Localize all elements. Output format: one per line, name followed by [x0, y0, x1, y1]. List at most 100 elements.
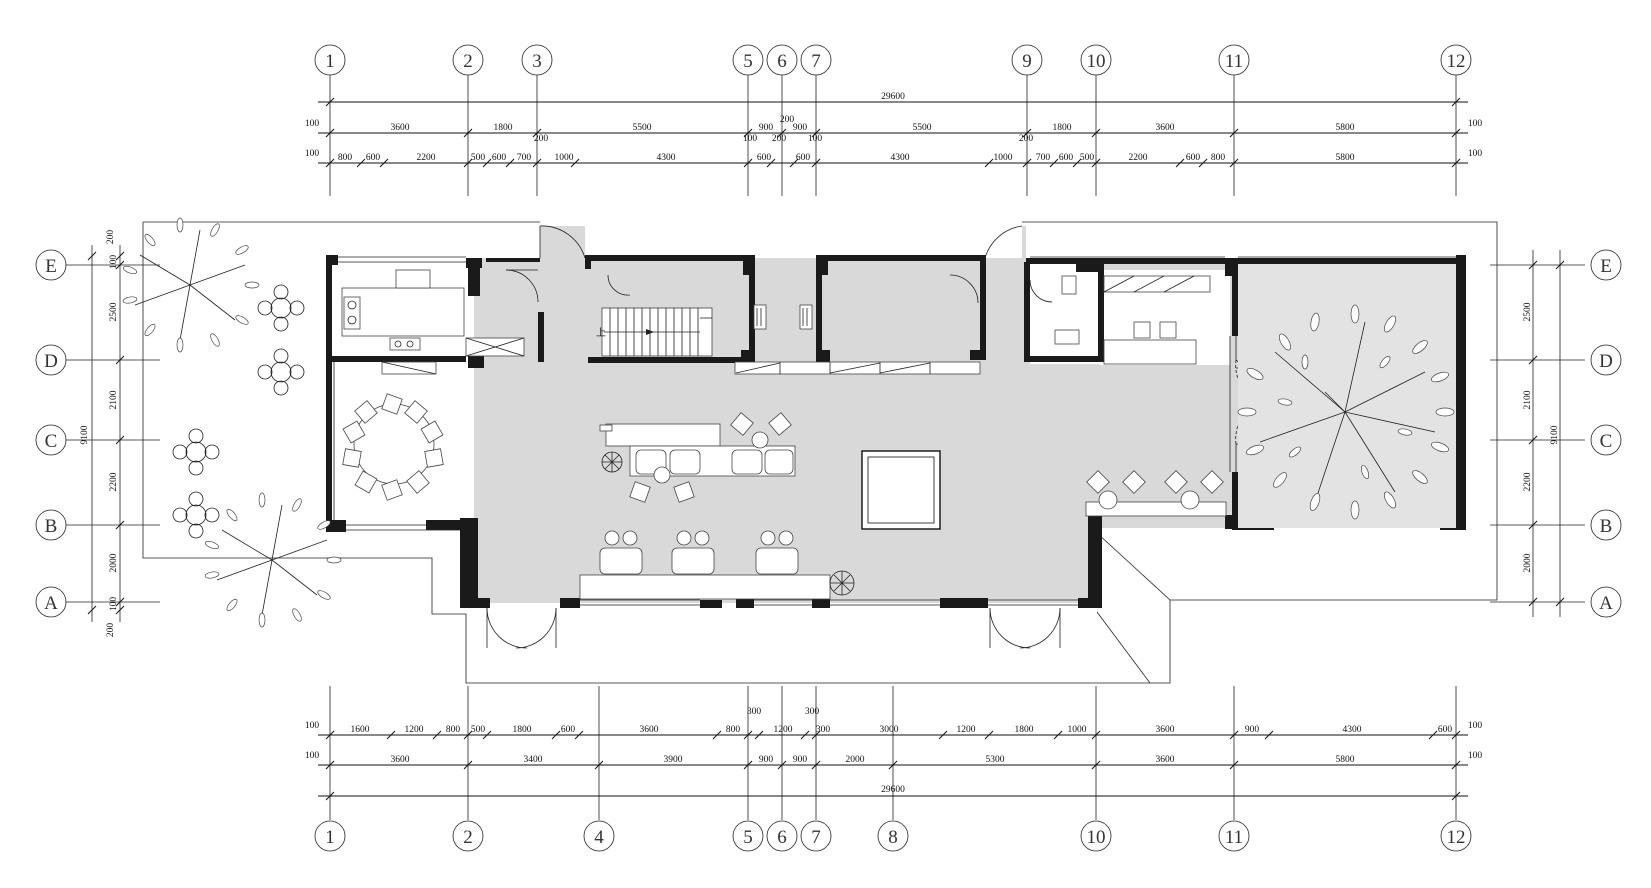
svg-text:300: 300: [816, 725, 831, 735]
top-axis-bubble-2: 2: [452, 44, 484, 76]
svg-text:3900: 3900: [664, 755, 683, 765]
svg-text:9100: 9100: [80, 425, 90, 444]
svg-text:A: A: [1599, 593, 1613, 614]
svg-text:1000: 1000: [994, 153, 1013, 163]
svg-text:2200: 2200: [1129, 153, 1148, 163]
svg-text:5800: 5800: [1336, 755, 1355, 765]
svg-text:100: 100: [305, 721, 320, 731]
bottom-axis-bubble-6: 6: [766, 820, 798, 852]
svg-text:2100: 2100: [109, 390, 119, 409]
svg-text:300: 300: [805, 707, 820, 717]
svg-text:200: 200: [780, 115, 795, 125]
svg-text:10: 10: [1087, 827, 1106, 848]
svg-text:1000: 1000: [1068, 725, 1087, 735]
svg-text:900: 900: [759, 755, 774, 765]
bottom-axis-bubble-11: 11: [1218, 820, 1250, 852]
svg-text:5800: 5800: [1336, 153, 1355, 163]
svg-text:2100: 2100: [1523, 390, 1533, 409]
svg-text:3600: 3600: [640, 725, 659, 735]
bottom-axis-bubble-10: 10: [1080, 820, 1112, 852]
svg-text:1800: 1800: [494, 123, 513, 133]
svg-text:100: 100: [808, 134, 823, 144]
svg-text:2200: 2200: [417, 153, 436, 163]
svg-text:700: 700: [1036, 153, 1051, 163]
svg-text:5500: 5500: [913, 123, 932, 133]
svg-text:9100: 9100: [1550, 425, 1560, 444]
bottom-total-dim: 29600: [881, 785, 905, 795]
svg-text:A: A: [44, 593, 58, 614]
staircase: 上: [596, 307, 713, 357]
svg-text:2500: 2500: [1523, 302, 1533, 321]
svg-text:800: 800: [338, 153, 353, 163]
svg-text:800: 800: [726, 725, 741, 735]
svg-text:500: 500: [1080, 153, 1095, 163]
svg-text:2200: 2200: [109, 472, 119, 491]
svg-text:E: E: [45, 256, 57, 277]
svg-text:500: 500: [471, 153, 486, 163]
svg-text:12: 12: [1447, 51, 1466, 72]
svg-text:1: 1: [325, 51, 335, 72]
svg-text:11: 11: [1225, 827, 1243, 848]
svg-text:B: B: [45, 516, 58, 537]
svg-text:C: C: [1600, 431, 1613, 452]
svg-text:200: 200: [106, 623, 116, 638]
svg-text:100: 100: [305, 149, 320, 159]
svg-text:2200: 2200: [1523, 472, 1533, 491]
svg-text:3600: 3600: [391, 123, 410, 133]
left-axis-bubble-A: A: [35, 586, 67, 618]
central-lounge-furniture: [599, 412, 796, 503]
left-axis-bubble-D: D: [35, 344, 67, 376]
central-square-table: [861, 450, 941, 530]
svg-text:1600: 1600: [351, 725, 370, 735]
svg-text:100: 100: [1468, 149, 1483, 159]
bottom-axis-bubble-2: 2: [452, 820, 484, 852]
svg-text:100: 100: [109, 255, 119, 270]
svg-text:1200: 1200: [774, 725, 793, 735]
svg-text:3600: 3600: [1156, 123, 1175, 133]
top-axis-bubble-11: 11: [1218, 44, 1250, 76]
svg-text:6: 6: [777, 827, 787, 848]
svg-text:4300: 4300: [1343, 725, 1362, 735]
svg-text:100: 100: [1468, 751, 1483, 761]
svg-text:1800: 1800: [1015, 725, 1034, 735]
svg-text:2000: 2000: [1523, 553, 1533, 572]
svg-text:3600: 3600: [1156, 755, 1175, 765]
svg-text:500: 500: [471, 725, 486, 735]
bottom-axis-bubble-5: 5: [732, 820, 764, 852]
svg-text:7: 7: [811, 51, 821, 72]
top-axis-bubble-5: 5: [732, 44, 764, 76]
svg-text:5800: 5800: [1336, 123, 1355, 133]
round-dining-table: [342, 393, 444, 501]
svg-text:12: 12: [1447, 827, 1466, 848]
svg-text:3000: 3000: [880, 725, 899, 735]
svg-text:1200: 1200: [957, 725, 976, 735]
top-axis-bubble-12: 12: [1440, 44, 1472, 76]
east-service-area: [1054, 275, 1227, 517]
svg-text:2: 2: [463, 51, 473, 72]
center-cabinet-row: [734, 361, 981, 375]
bottom-seating-row: [579, 530, 855, 600]
top-axis-bubble-6: 6: [766, 44, 798, 76]
svg-text:5: 5: [743, 827, 753, 848]
svg-text:900: 900: [1245, 725, 1260, 735]
svg-text:3600: 3600: [1156, 725, 1175, 735]
right-axis-bubble-D: D: [1590, 344, 1622, 376]
svg-text:D: D: [44, 351, 58, 372]
svg-text:C: C: [45, 431, 58, 452]
svg-text:600: 600: [492, 153, 507, 163]
svg-text:1800: 1800: [513, 725, 532, 735]
top-axis-bubble-9: 9: [1011, 44, 1043, 76]
right-axis-bubble-B: B: [1590, 509, 1622, 541]
svg-text:1800: 1800: [1053, 123, 1072, 133]
svg-text:3600: 3600: [391, 755, 410, 765]
svg-text:300: 300: [747, 707, 762, 717]
svg-text:700: 700: [517, 153, 532, 163]
svg-text:E: E: [1600, 256, 1612, 277]
stair-up-label: 上: [596, 327, 606, 339]
svg-text:1: 1: [325, 827, 335, 848]
svg-text:4: 4: [594, 827, 604, 848]
bottom-dimension-group: 1600 1200 800 500 1800 600 3600 800 1200…: [305, 686, 1483, 852]
right-axis-bubble-A: A: [1590, 586, 1622, 618]
kitchen-area: [341, 269, 525, 375]
